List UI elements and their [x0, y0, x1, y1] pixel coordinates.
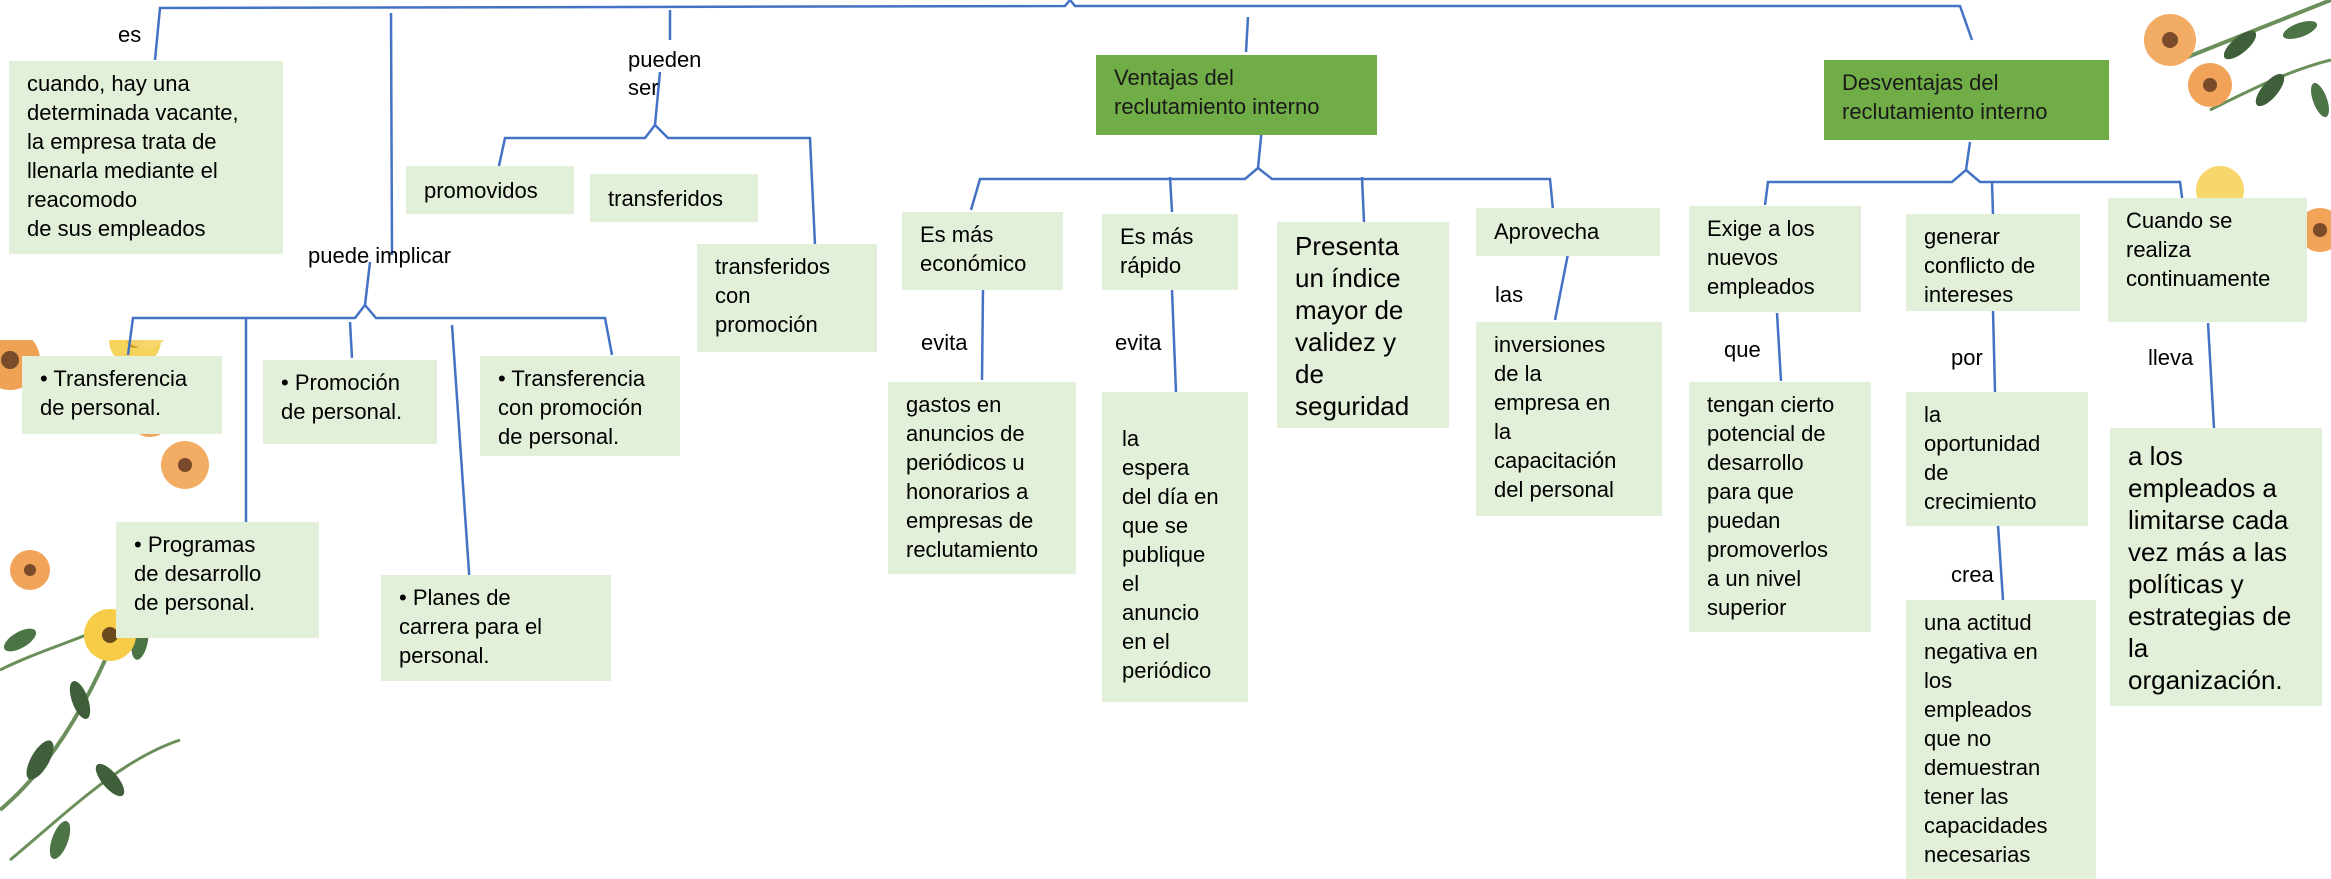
label-que: que [1724, 337, 1761, 362]
label-puede-implicar: puede implicar [308, 243, 452, 268]
label-crea: crea [1951, 562, 1994, 587]
node-potencial: tengan cierto potencial de desarrollo pa… [1689, 382, 1871, 632]
label-lleva: lleva [2148, 345, 2194, 370]
node-transferencia-promocion: • Transferencia con promoción de persona… [480, 356, 680, 456]
node-economico: Es más económico [902, 212, 1063, 290]
node-continuamente: Cuando se realiza continuamente [2108, 198, 2307, 322]
node-transferencia-personal: • Transferencia de personal. [22, 356, 222, 434]
node-programas-desarrollo: • Programas de desarrollo de personal. [116, 522, 319, 638]
label-las: las [1495, 282, 1524, 307]
node-ventajas: Ventajas del reclutamiento interno [1096, 55, 1377, 135]
node-promocion-personal: • Promoción de personal. [263, 360, 437, 444]
node-inversiones: inversiones de la empresa en la capacita… [1476, 322, 1662, 516]
label-evita-1: evita [921, 330, 968, 355]
label-evita-2: evita [1115, 330, 1162, 355]
node-limitarse: a los empleados a limitarse cada vez más… [2110, 428, 2322, 706]
node-conflicto: generar conflicto de intereses [1906, 214, 2080, 311]
node-planes-carrera: • Planes de carrera para el personal. [381, 575, 611, 681]
node-definition: cuando, hay una determinada vacante, la … [9, 61, 283, 254]
node-promovidos: promovidos [406, 166, 574, 214]
node-oportunidad: la oportunidad de crecimiento [1906, 392, 2088, 526]
node-aprovecha: Aprovecha [1476, 208, 1660, 256]
node-validez: Presenta un índice mayor de validez y de… [1277, 222, 1449, 428]
node-desventajas: Desventajas del reclutamiento interno [1824, 60, 2109, 140]
node-rapido: Es más rápido [1102, 214, 1238, 290]
node-transferidos-promocion: transferidos con promoción [697, 244, 877, 352]
node-gastos: gastos en anuncios de periódicos u honor… [888, 382, 1076, 574]
label-es: es [118, 22, 142, 47]
node-transferidos: transferidos [590, 174, 758, 222]
node-actitud: una actitud negativa en los empleados qu… [1906, 600, 2096, 879]
node-espera: la espera del día en que se publique el … [1102, 392, 1248, 702]
label-por: por [1951, 345, 1983, 370]
label-pueden-ser: pueden ser [628, 47, 702, 100]
node-exige: Exige a los nuevos empleados [1689, 206, 1861, 312]
